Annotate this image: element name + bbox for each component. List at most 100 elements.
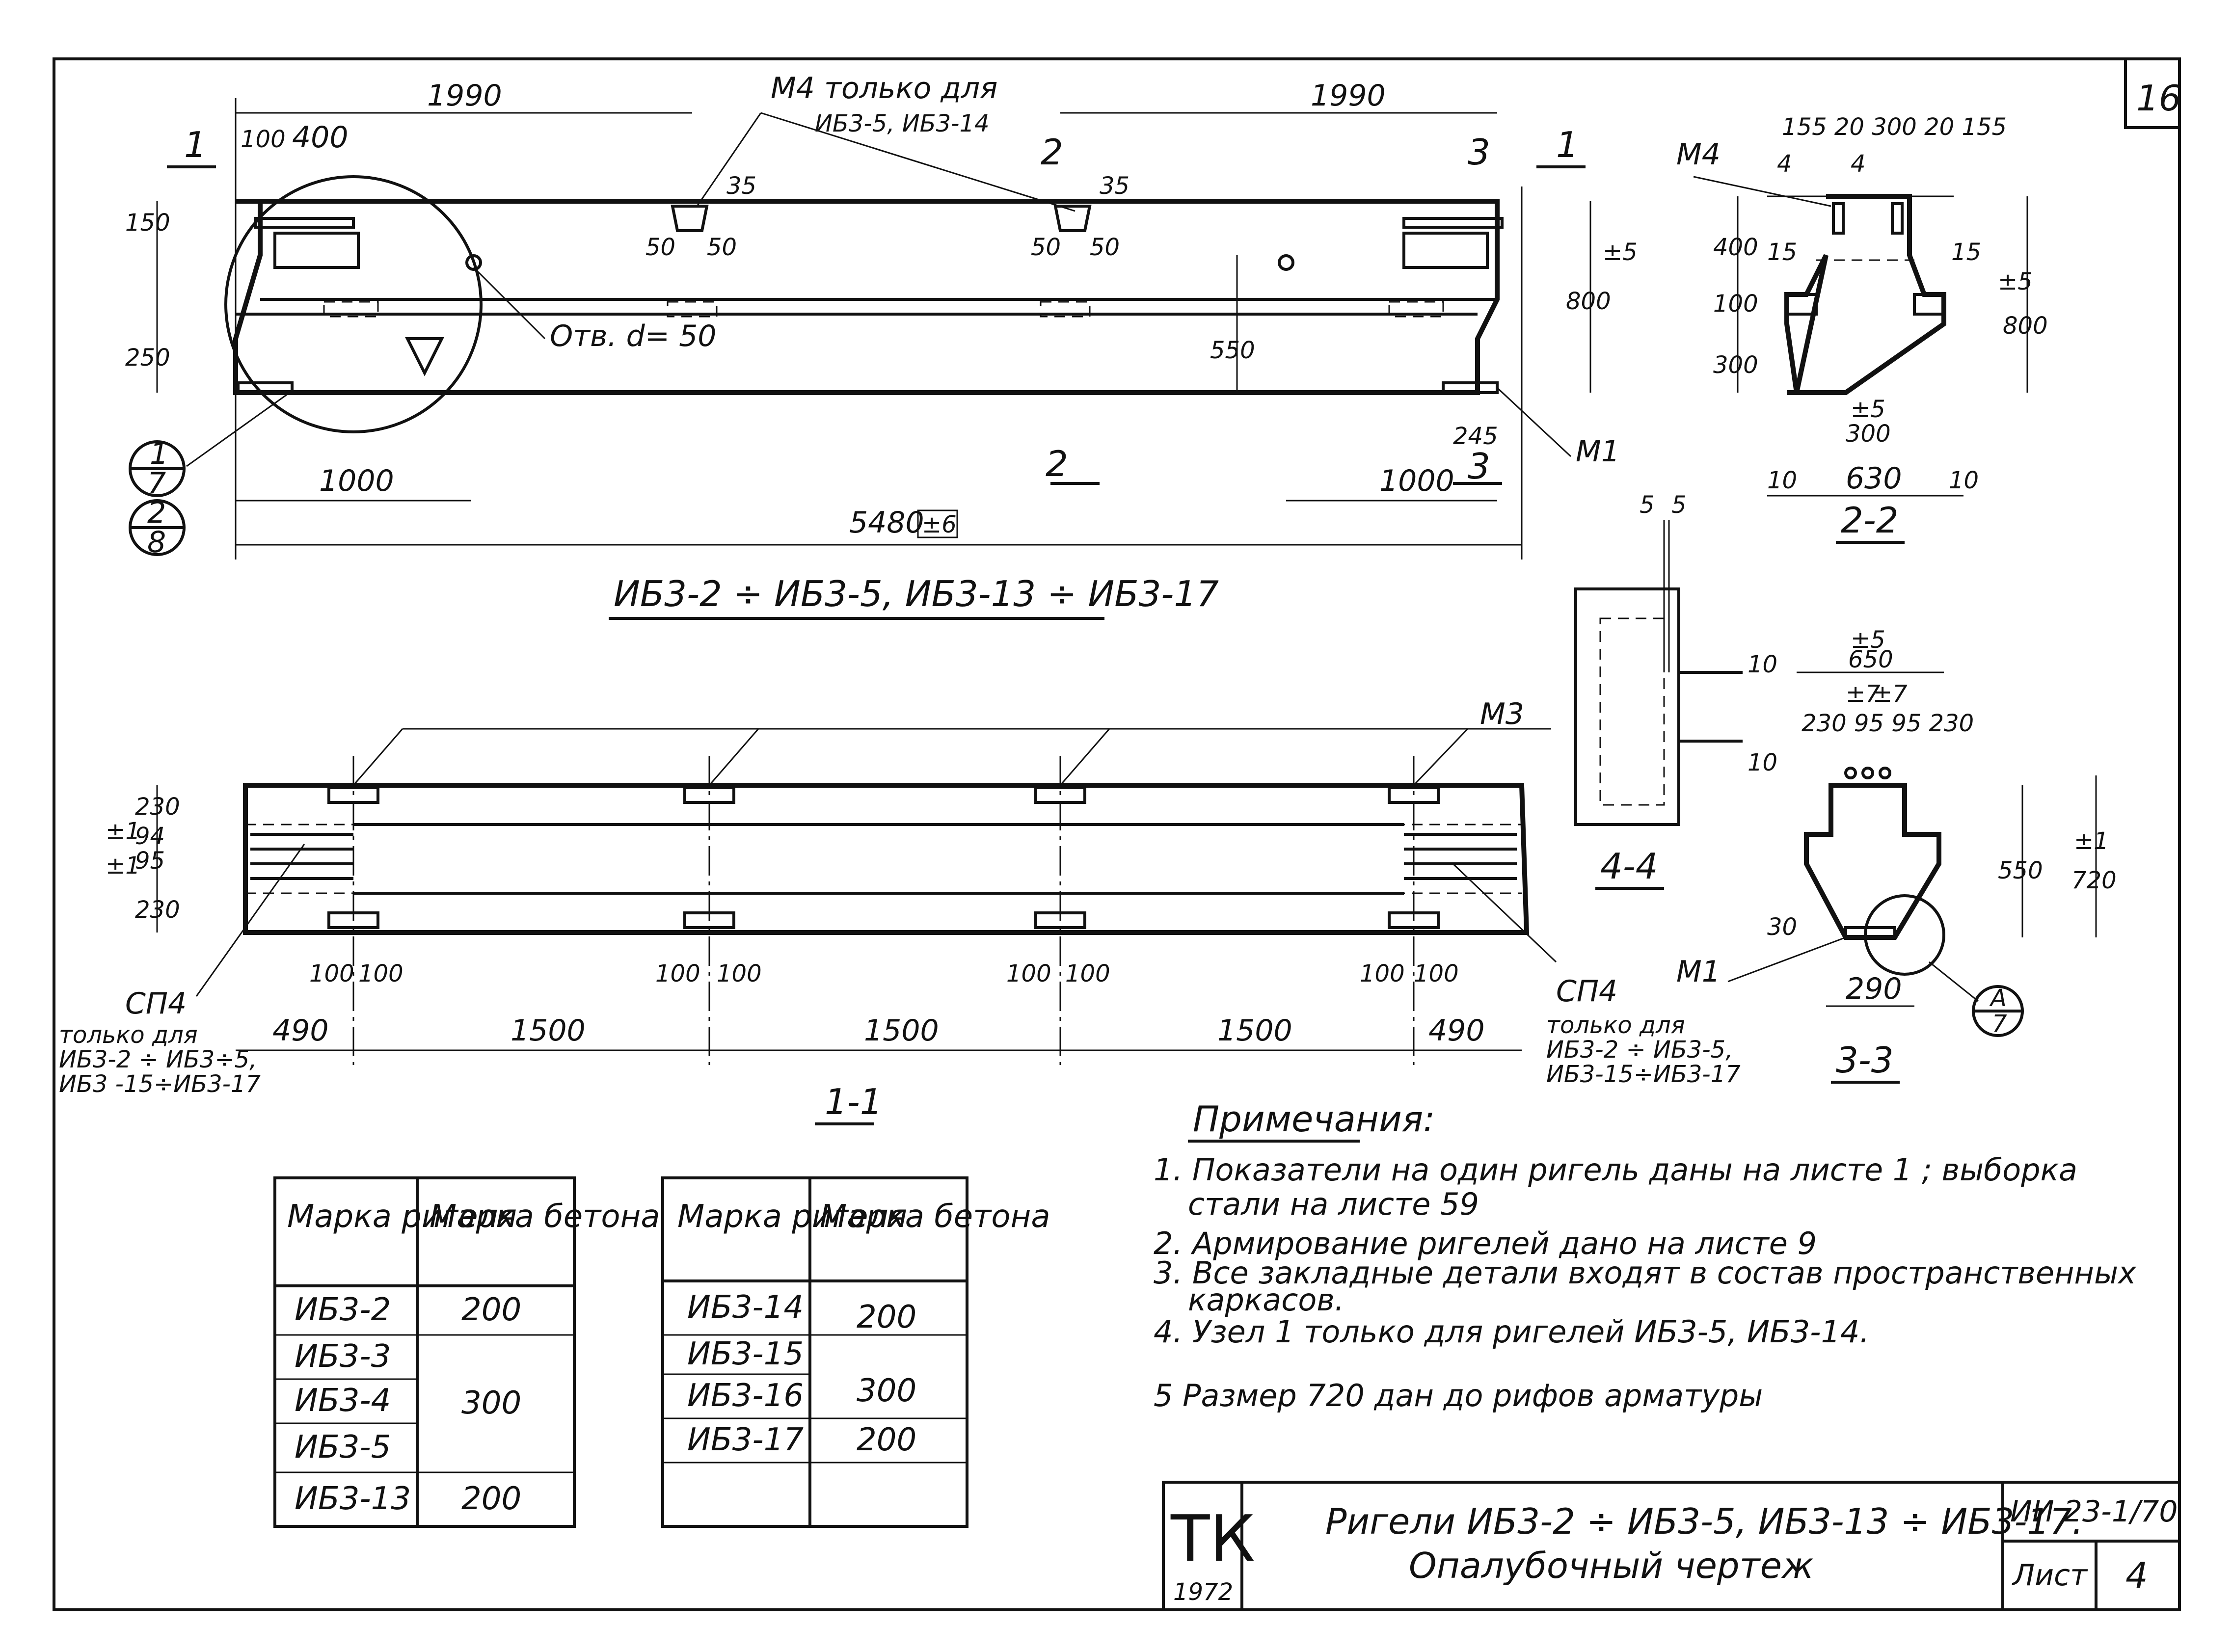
table2-row-concrete: 200 [857,1299,916,1335]
note-1b: стали на листе 59 [1188,1186,1479,1222]
titleblock-frame [1162,1481,2181,1611]
plan-dim-230b: 230 [135,896,180,924]
node-ref-2-circle [129,499,186,556]
plan-dim-100-7: 100 [1360,960,1405,987]
sheet-frame [53,57,2181,1611]
beam-outline [233,199,1500,395]
node-ref-2-top: 2 [147,496,166,530]
sp4-right-note-2: ИБ3-2 ÷ ИБ3-5, [1546,1036,1733,1064]
sp4-left-note-2: ИБ3-2 ÷ ИБ3÷5, [59,1046,257,1073]
insert-m4-right [1053,205,1092,232]
leader-m3-3 [1059,728,1110,786]
mark-triangle-icon [405,337,444,376]
table1-h2: Марка бетона [430,1199,660,1235]
sec4-title: 4-4 [1600,846,1658,887]
notes: Примечания: 1. Показатели на один ригель… [1154,1098,2137,1413]
dim-5480: 5480 [849,506,924,540]
table1-row-mark: ИБ3-5 [295,1429,391,1465]
hidden-insert-2 [667,301,718,318]
dim-35-b: 35 [1100,172,1129,200]
cut-1-right: 1 [1556,124,1579,165]
plan-dim-1500-2: 1500 [864,1013,939,1048]
sp4-right-note-1: только для [1546,1012,1685,1039]
sec4-hidden [1599,617,1665,806]
hole-right [1278,254,1294,271]
note-4: 4. Узел 1 только для ригелей ИБ3-5, ИБ3-… [1154,1314,1869,1350]
sec2-d10b: 10 [1949,467,1979,494]
plan-dim-490-left: 490 [272,1013,329,1048]
plan-dim-100-1: 100 [309,960,354,987]
leader-m1 [1496,387,1572,457]
sec4-d5b: 5 [1671,491,1687,519]
plan-dim-1500-3: 1500 [1217,1013,1292,1048]
plan-dim-100-2: 100 [358,960,403,987]
sec3-tol1: ±1 [2074,827,2109,855]
table2-row-concrete: 200 [857,1422,916,1458]
titleblock-sheet-label: Лист [2012,1558,2088,1593]
corner-number-box [2124,57,2181,129]
table2-h2: Марка бетона [820,1199,1050,1235]
plan-outline [243,783,1530,935]
table2-frame [661,1176,968,1528]
tol-5: ±5 [1603,239,1638,266]
bottom-plate-left [237,381,294,394]
label-sp4-left: СП4 [125,986,187,1021]
sec2-d100: 100 [1713,290,1758,318]
end-pocket-right [1402,232,1489,269]
table2-row-concrete: 300 [857,1373,916,1409]
cut-2-bottom: 2 [1046,443,1068,484]
sec2-d630: 630 [1846,461,1902,496]
hole-label: Отв. d= 50 [550,319,716,353]
dim-1000-right: 1000 [1379,464,1454,498]
plan-dim-1500-1: 1500 [511,1013,586,1048]
sec2-tol5a: ±5 [1998,268,2033,295]
dim-35-a: 35 [726,172,756,200]
sec3-tol5: ±5 [1851,626,1885,654]
table2-row-mark: ИБ3-16 [687,1378,804,1414]
end-pocket-left [273,232,360,269]
leader-m3-2 [708,728,759,786]
plan-dim-490-right: 490 [1428,1013,1485,1048]
sec3-d290: 290 [1846,972,1902,1006]
plan-tol-1a: ±1 [106,818,140,845]
plan-tol-1b: ±1 [106,852,140,879]
sec2-d800: 800 [2003,312,2048,340]
section-2-insert-right [1891,202,1904,235]
titleblock-code: ИИ 23-1/70 [2010,1494,2178,1529]
note-3b: каркасов. [1188,1282,1345,1318]
cut-3-bottom: 3 [1468,446,1490,487]
sp4-left-note-3: ИБ3 -15÷ИБ3-17 [59,1070,261,1098]
plan-dim-100-8: 100 [1414,960,1459,987]
sec2-d15a: 15 [1767,239,1797,266]
leader-m4-sec2 [1693,176,1831,207]
section-2-2: М4 155 20 300 20 155 4 4 400 15 15 100 3… [1676,113,2048,544]
plan-dim-100-3: 100 [655,960,700,987]
table1-row-mark: ИБ3-4 [295,1383,391,1419]
title-block: ТК 1972 Ригели ИБ3-2 ÷ ИБ3-5, ИБ3-13 ÷ И… [1162,1481,2181,1611]
leader-sp4-left [195,844,305,997]
note-1: 1. Показатели на один ригель даны на лис… [1154,1152,2077,1188]
plan-dim-95: 95 [135,847,165,875]
tol-6-box [917,509,958,538]
node-ref-1-circle [129,440,186,497]
sec2-d300b: 300 [1846,420,1891,448]
plan-dim-100-6: 100 [1065,960,1110,987]
node-ref-A-top: А [1989,985,2007,1012]
leader-m4b [760,112,1076,212]
label-m1-elev: М1 [1576,434,1620,469]
table1-h1: Марка ригеля [287,1199,517,1235]
sec2-title: 2-2 [1841,500,1899,541]
leader-m3-4 [1413,728,1469,786]
leader-sp4-right [1452,863,1557,963]
section-2-flange [1785,293,1818,316]
dim-50-d: 50 [1090,234,1120,261]
plan-dim-100-5: 100 [1006,960,1051,987]
table1-row-concrete: 200 [461,1481,521,1517]
dim-100-top: 100 [241,126,286,153]
leader-m3-1 [352,728,403,786]
sec2-d10a: 10 [1767,467,1797,494]
end-plate-right [1402,217,1504,229]
plan-dim-94: 94 [135,823,165,850]
dim-245: 245 [1453,423,1498,450]
